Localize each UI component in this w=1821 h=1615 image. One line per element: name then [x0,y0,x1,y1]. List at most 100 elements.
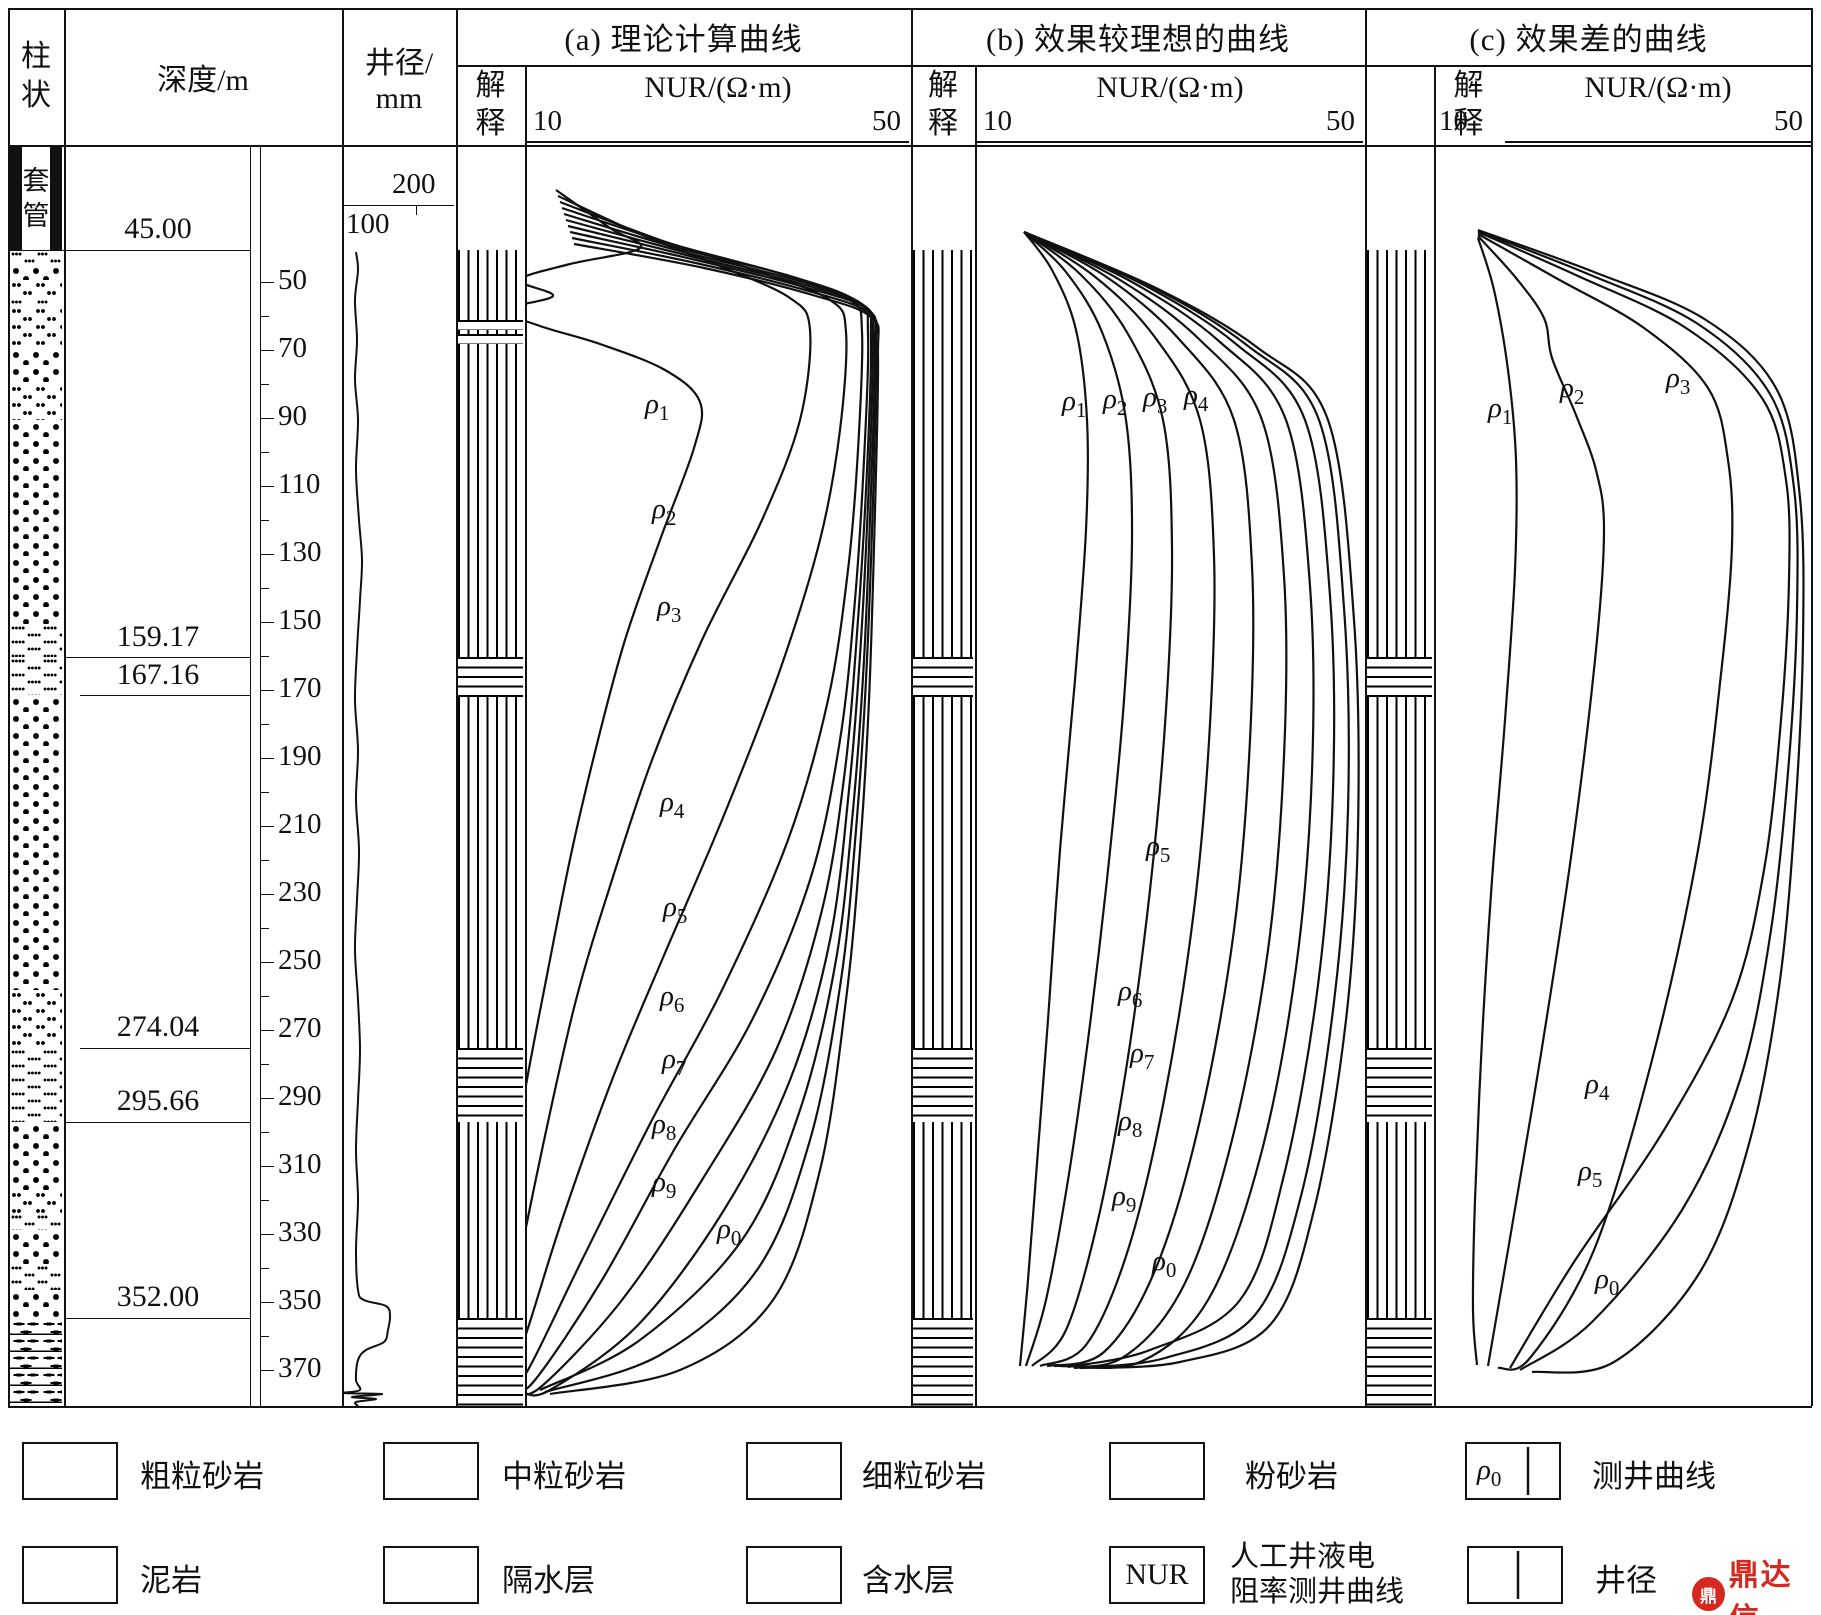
lithology-band-fine [10,1213,62,1230]
panel-a-title-text: (a) 理论计算曲线 [564,22,803,57]
panel-a-interp-header: 解释 [456,65,525,145]
ruler-tick-label: 270 [278,1012,322,1044]
panel-a-curves [527,189,880,1397]
legend-label: 隔水层 [502,1563,595,1598]
lithology-band-medium [10,384,62,420]
resistivity-curve-rho7 [1023,231,1315,1370]
ruler-major-tick [260,1098,274,1099]
resistivity-curve-rho0 [1023,230,1360,1370]
panel-a-scale-header: NUR/(Ω·m) 10 50 [527,65,909,143]
ruler-major-tick [260,826,274,827]
depth-mark-line [64,1318,250,1319]
resistivity-curve-rho3 [1477,233,1734,1371]
divider-panel-a-interp [525,65,527,1406]
panel-c-scale-header: NUR/(Ω·m) 10 50 [1439,65,1811,143]
lithology-band-coarse [10,1290,62,1318]
curve-label-rho9: ρ9 [652,1166,677,1203]
curve-label-rho0: ρ0 [1152,1245,1177,1282]
ruler-major-tick [260,486,274,487]
curve-label-rho2: ρ2 [652,493,677,530]
resistivity-curve-rho2 [527,195,812,1229]
ruler-tick-label: 310 [278,1148,322,1180]
lithology-band-medium [10,990,62,1048]
lithology-band-medium [10,1190,62,1213]
curve-label-rho1: ρ1 [1488,392,1513,429]
ruler-minor-tick [260,384,269,385]
ruler-major-tick [260,282,274,283]
depth-mark-label: 159.17 [116,620,200,653]
depth-mark-label: 352.00 [116,1280,200,1313]
legend-label: 人工井液电阻率测井曲线 [1230,1541,1405,1608]
interp-band-aquiclude [913,1048,973,1122]
curve-label-rho3: ρ3 [657,590,682,627]
curve-label-rho3: ρ3 [1143,381,1168,418]
panel-c-scale-left: 10 [1439,105,1468,137]
legend-label: 井径 [1595,1563,1657,1598]
panel-c-scale-right: 50 [1774,105,1803,137]
panel-a-title: (a) 理论计算曲线 [456,8,911,65]
lithology-band-medium [10,306,62,348]
lithology-band-coarse [10,1122,62,1190]
resistivity-curve-rho7 [527,224,875,1397]
resistivity-curve-rho2 [1023,231,1134,1367]
panel-b-interp-header-text: 解释 [928,68,958,140]
ruler-tick-label: 130 [278,536,322,568]
legend-rho0-symbol: ρ0 [1477,1454,1502,1491]
interp-band-aquifer [913,1122,973,1318]
legend-label: 粉砂岩 [1245,1459,1338,1494]
panel-b-title: (b) 效果较理想的曲线 [911,8,1365,65]
lithology-band-silt [10,657,62,695]
resistivity-curve-rho6 [1023,231,1288,1368]
interp-band-aquifer [458,1122,523,1318]
legend-swatch-coarse [22,1442,118,1500]
interp-band-aquiclude [1367,1048,1432,1122]
panel-c-interp-header-text: 解释 [1453,68,1484,140]
ruler-major-tick [260,758,274,759]
ruler-tick-label: 330 [278,1216,322,1248]
ruler-minor-tick [260,520,269,521]
watermark-text: 鼎达信 [1728,1559,1793,1615]
divider-panel-b-interp [975,65,977,1406]
panel-b-track-title: NUR/(Ω·m) [1096,71,1244,104]
curve-label-rho4: ρ4 [1585,1068,1610,1105]
depth-mark-label: 274.04 [116,1010,200,1043]
panel-a-scale-left: 10 [533,105,562,137]
resistivity-curve-rho5 [1023,231,1255,1368]
resistivity-curve-rho9 [544,236,878,1394]
ruler-minor-tick [260,724,269,725]
ruler-major-tick [260,1166,274,1167]
panel-a-scale-right: 50 [872,105,901,137]
caliper-scale-line [344,205,454,206]
legend-swatch-log-curve: ρ0 [1465,1442,1561,1500]
ruler-tick-label: 290 [278,1080,322,1112]
panel-c-title: (c) 效果差的曲线 [1365,8,1812,65]
ruler-major-tick [260,1370,274,1371]
casing-label: 套管 [22,147,50,250]
legend-swatch-silt [1109,1442,1205,1500]
ruler-major-tick [260,554,274,555]
divider-depthlabel-ruler-2 [260,145,261,1406]
legend-label: 中粒砂岩 [502,1459,626,1494]
watermark-logo-icon: 鼎 [1692,1577,1725,1611]
caliper-column-header: 井径/ mm [342,8,456,145]
ruler-tick-label: 350 [278,1284,322,1316]
curve-label-rho6: ρ6 [1118,975,1143,1012]
ruler-tick-label: 150 [278,604,322,636]
interp-band-aquiclude [458,1318,523,1406]
frame-left [8,8,10,1406]
lithology-band-silt [10,624,62,657]
curve-label-rho4: ρ4 [1184,379,1209,416]
frame-bottom [8,1406,1812,1408]
curve-label-rho5: ρ5 [1146,830,1171,867]
depth-mark-line [80,1048,250,1049]
legend-wavy-line-icon [1526,1447,1530,1495]
ruler-minor-tick [260,860,269,861]
legend-label: 细粒砂岩 [862,1459,986,1494]
panel-b-scale-header: NUR/(Ω·m) 10 50 [977,65,1363,143]
ruler-major-tick [260,418,274,419]
lithology-band-fine [10,250,62,264]
curve-label-rho2: ρ2 [1103,383,1128,420]
panel-c-title-text: (c) 效果差的曲线 [1469,22,1708,57]
ruler-tick-label: 70 [278,332,307,364]
curve-label-rho3: ρ3 [1666,362,1691,399]
